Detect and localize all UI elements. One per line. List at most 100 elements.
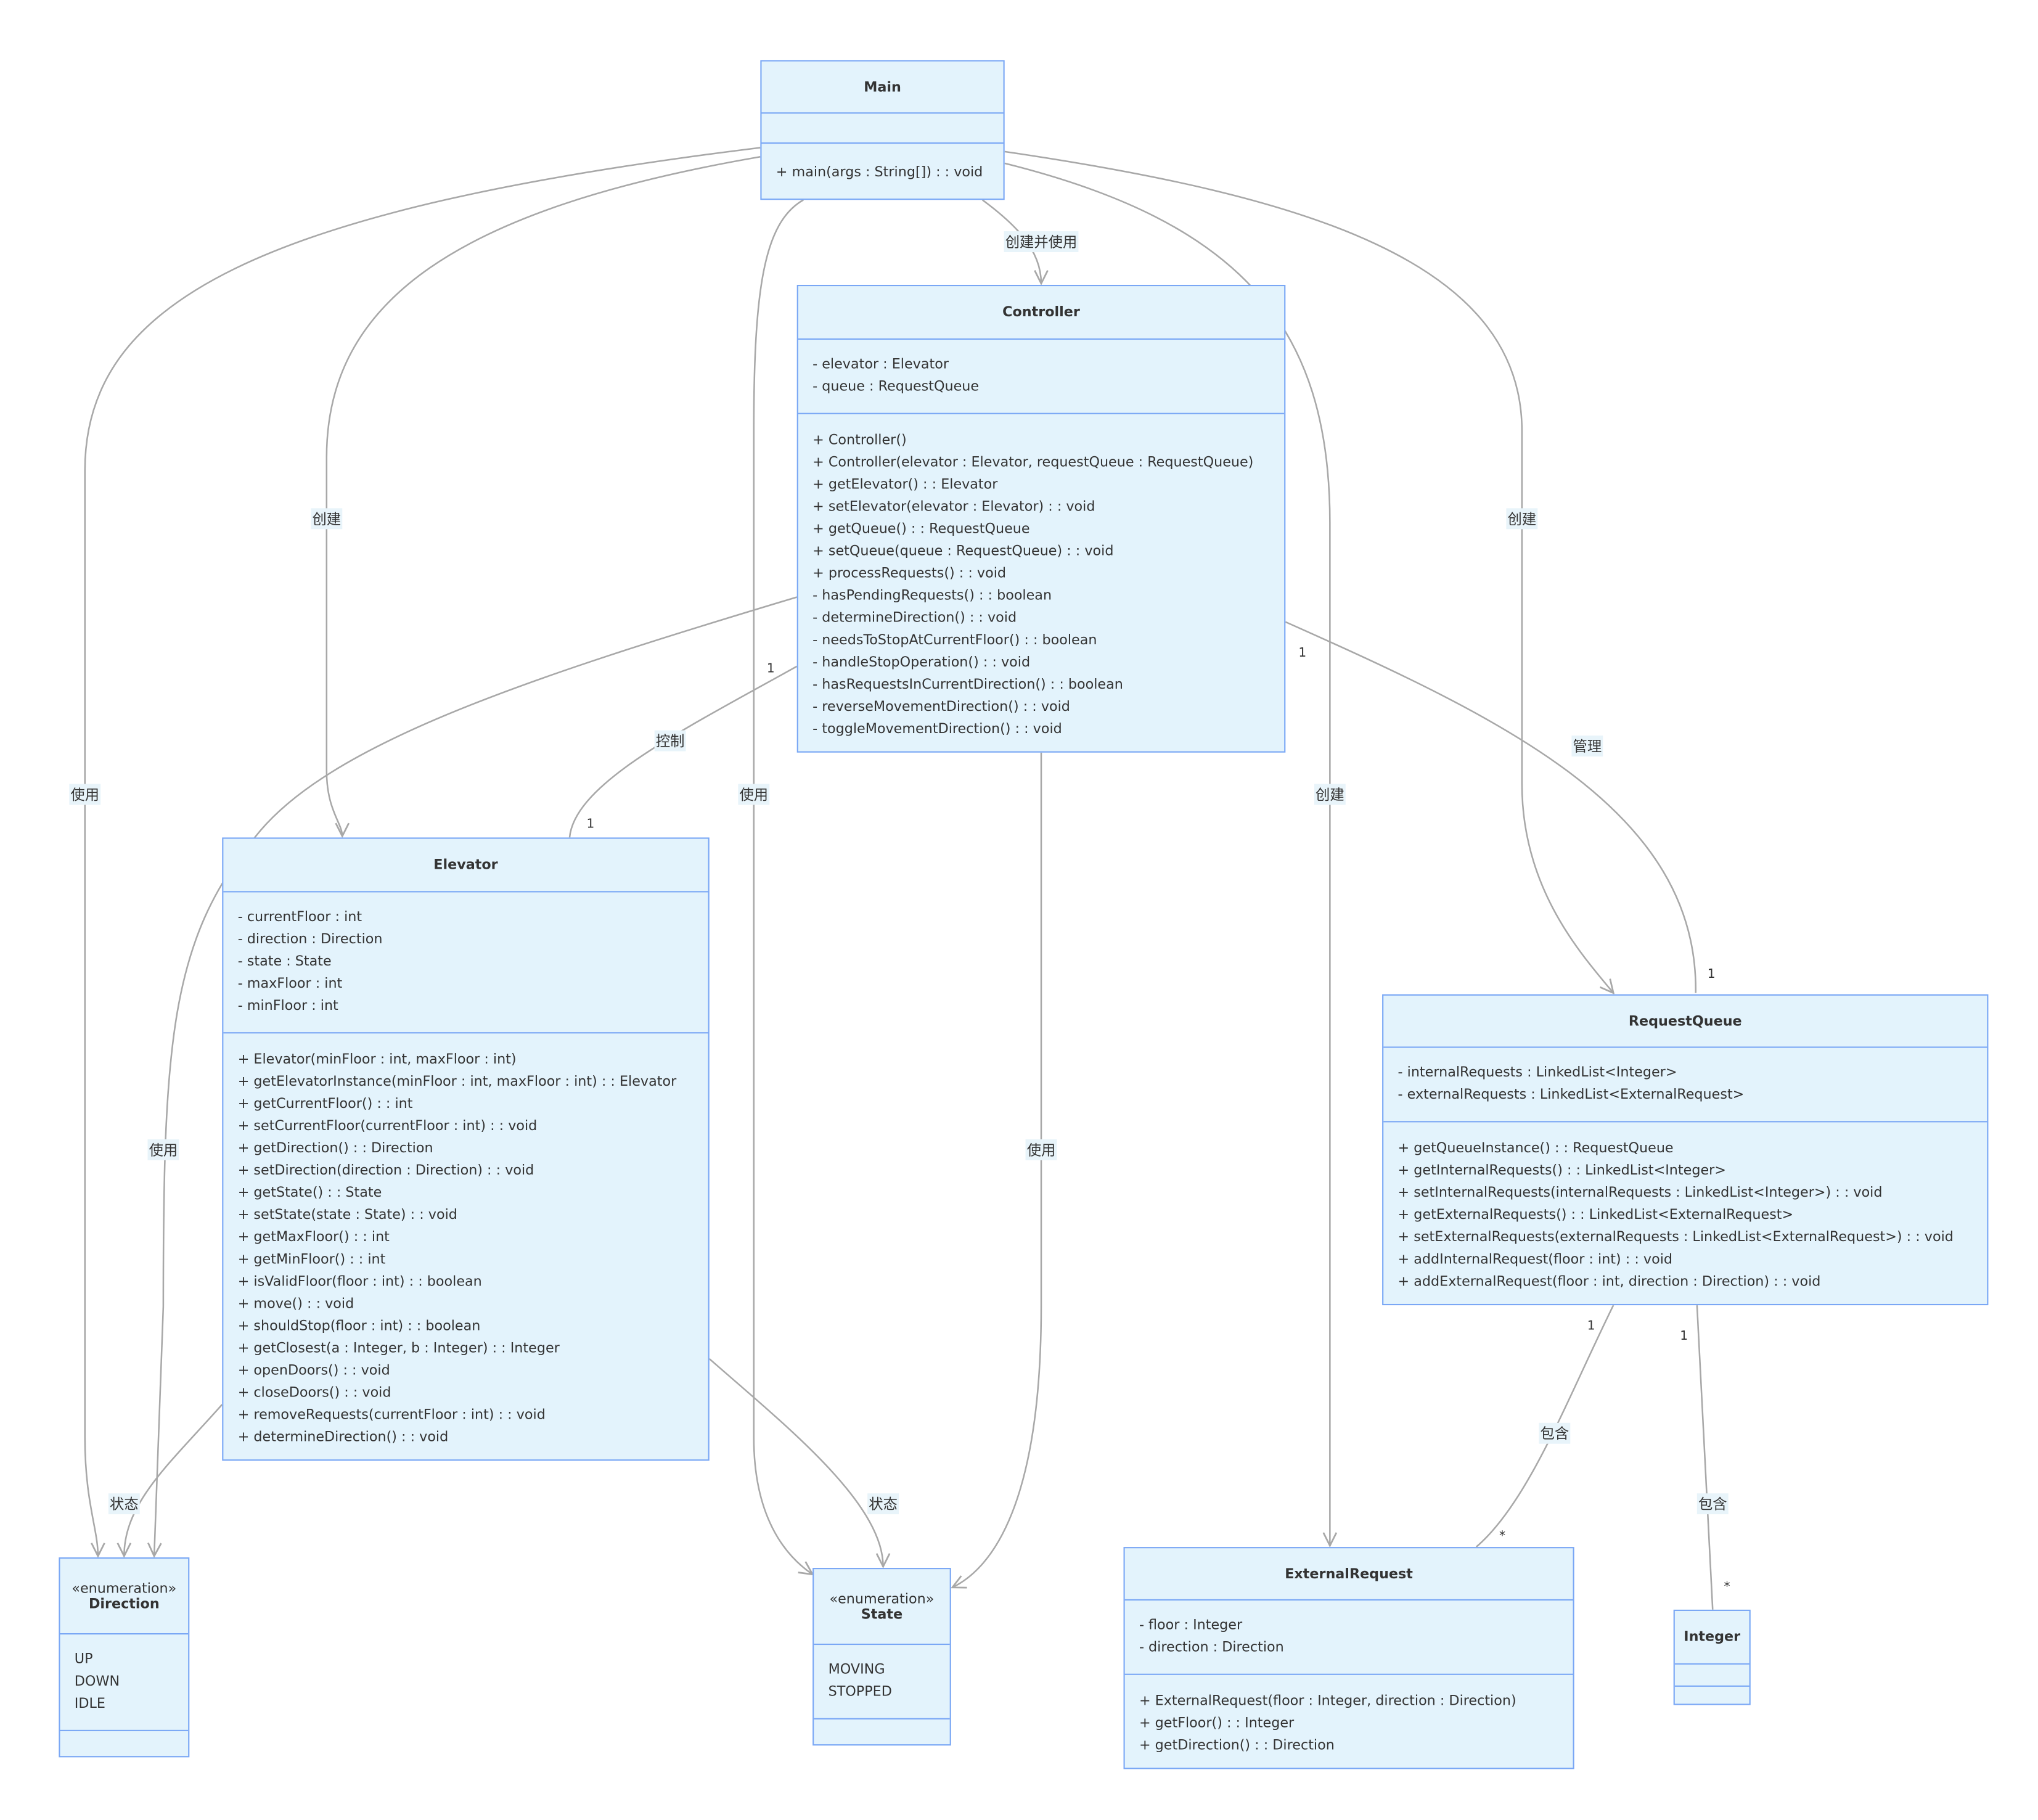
relation-elevator-state: [708, 1358, 883, 1567]
class-header: Elevator: [223, 839, 708, 893]
method: - needsToStopAtCurrentFloor() : : boolea…: [812, 631, 1097, 648]
attribute: - queue : RequestQueue: [812, 379, 980, 395]
method: + openDoors() : : void: [237, 1362, 390, 1378]
class-controller[interactable]: Controller- elevator : Elevator- queue :…: [796, 284, 1286, 753]
attribute: - internalRequests : LinkedList<Integer>: [1398, 1065, 1677, 1081]
multiplicity: 1: [1680, 1329, 1688, 1344]
method: + setCurrentFloor(currentFloor : int) : …: [237, 1117, 538, 1134]
method: + main(args : String[]) : : void: [776, 165, 983, 181]
relation-label: 管理: [1571, 736, 1603, 757]
method: + getInternalRequests() : : LinkedList<I…: [1398, 1162, 1726, 1178]
method: + getClosest(a : Integer, b : Integer) :…: [237, 1340, 560, 1356]
method: + Controller(): [812, 432, 907, 448]
relation-requestqueue-externalrequest: [1475, 1305, 1614, 1548]
relation-label: 使用: [147, 1139, 179, 1160]
class-externalrequest[interactable]: ExternalRequest - floor : Integer - direct…: [1123, 1547, 1574, 1772]
attribute: MOVING: [828, 1662, 885, 1678]
method: + setInternalRequests(internalRequests :…: [1398, 1184, 1883, 1200]
method: + getQueue() : : RequestQueue: [812, 520, 1030, 536]
method: + Elevator(minFloor : int, maxFloor : in…: [237, 1051, 517, 1067]
attribute: IDLE: [74, 1695, 105, 1712]
multiplicity: 1: [766, 662, 775, 676]
class-attributes: [761, 113, 1004, 144]
method: - hasRequestsInCurrentDirection() : : bo…: [812, 676, 1123, 692]
method: + setDirection(direction : Direction) : …: [237, 1162, 534, 1178]
relation-label: 创建并使用: [1004, 231, 1079, 253]
multiplicity: 1: [586, 817, 595, 832]
method: + move() : : void: [237, 1295, 354, 1311]
method: - handleStopOperation() : : void: [812, 654, 1031, 670]
attribute: - direction : Direction: [1139, 1639, 1284, 1656]
class-methods: + getQueueInstance() : : RequestQueue+ g…: [1383, 1122, 1987, 1308]
attribute: - externalRequests : LinkedList<External…: [1398, 1087, 1745, 1103]
class-methods: [814, 1720, 949, 1748]
method: + getDirection() : : Direction: [1139, 1737, 1335, 1753]
class-header: RequestQueue: [1383, 996, 1987, 1048]
method: + getCurrentFloor() : : int: [237, 1095, 413, 1112]
class-stereotype: «enumeration»: [829, 1591, 935, 1607]
method: - hasPendingRequests() : : boolean: [812, 587, 1052, 604]
method: + getMinFloor() : : int: [237, 1251, 386, 1267]
relation-requestqueue-integer: [1696, 1305, 1714, 1610]
relation-controller-requestqueue: [1285, 621, 1697, 993]
method: + shouldStop(floor : int) : : boolean: [237, 1318, 481, 1334]
method: + getElevator() : : Elevator: [812, 476, 998, 492]
method: + determineDirection() : : void: [237, 1429, 449, 1445]
relation-main-direction: [84, 147, 761, 1556]
relation-label: 创建: [311, 508, 343, 530]
class-methods: [60, 1731, 188, 1760]
class-methods: + ExternalRequest(floor : Integer, direc…: [1125, 1675, 1573, 1772]
class-integer[interactable]: Integer: [1673, 1609, 1751, 1705]
method: + isValidFloor(floor : int) : : boolean: [237, 1273, 482, 1289]
class-name: Elevator: [433, 857, 498, 873]
class-header: Main: [761, 62, 1004, 114]
relation-main-requestqueue: [1004, 150, 1614, 993]
class-name: ExternalRequest: [1285, 1565, 1413, 1582]
method: - reverseMovementDirection() : : void: [812, 698, 1070, 715]
relation-label: 使用: [1025, 1139, 1057, 1160]
class-name: State: [861, 1606, 903, 1622]
method: + getExternalRequests() : : LinkedList<E…: [1398, 1207, 1794, 1223]
class-attributes: MOVING STOPPED: [814, 1645, 950, 1720]
class-name: Main: [864, 79, 901, 95]
attribute: - direction : Direction: [237, 931, 383, 948]
class-header: «enumeration»State: [814, 1569, 950, 1646]
method: + closeDoors() : : void: [237, 1384, 391, 1400]
method: + setExternalRequests(externalRequests :…: [1398, 1229, 1954, 1245]
multiplicity: *: [1724, 1580, 1730, 1595]
class-header: Integer: [1674, 1611, 1749, 1665]
method: + getFloor() : : Integer: [1139, 1715, 1295, 1731]
attribute: - maxFloor : int: [237, 976, 343, 992]
method: + getMaxFloor() : : int: [237, 1229, 390, 1245]
attribute: - minFloor : int: [237, 998, 338, 1014]
class-attributes: - elevator : Elevator- queue : RequestQu…: [798, 340, 1285, 414]
multiplicity: 1: [1707, 967, 1716, 982]
method: - toggleMovementDirection() : : void: [812, 720, 1062, 737]
method: + setQueue(queue : RequestQueue) : : voi…: [812, 543, 1114, 559]
relation-label: 创建: [1506, 508, 1538, 530]
method: + ExternalRequest(floor : Integer, direc…: [1139, 1692, 1516, 1708]
class-requestqueue[interactable]: RequestQueue - internalRequests : LinkedL…: [1382, 994, 1989, 1308]
relation-label: 包含: [1696, 1493, 1729, 1515]
attribute: - state : State: [237, 954, 332, 970]
attribute: - floor : Integer: [1139, 1617, 1243, 1633]
class-name: Integer: [1684, 1629, 1741, 1646]
method: + processRequests() : : void: [812, 565, 1007, 581]
relation-main-state: [753, 199, 812, 1574]
relation-label: 包含: [1539, 1422, 1571, 1444]
class-elevator[interactable]: Elevator - currentFloor : int - direction …: [222, 837, 710, 1463]
class-methods: + main(args : String[]) : : void: [761, 144, 1003, 202]
method: + getDirection() : : Direction: [237, 1140, 433, 1156]
attribute: - currentFloor : int: [237, 909, 362, 925]
class-main[interactable]: Main + main(args : String[]) : : void: [760, 60, 1005, 202]
attribute: STOPPED: [828, 1684, 892, 1700]
class-attributes: - currentFloor : int - direction : Direct…: [223, 892, 708, 1034]
relation-label: 使用: [738, 784, 770, 805]
class-methods: + Elevator(minFloor : int, maxFloor : in…: [223, 1033, 708, 1463]
method: + addInternalRequest(floor : int) : : vo…: [1398, 1251, 1673, 1267]
multiplicity: 1: [1298, 646, 1307, 661]
